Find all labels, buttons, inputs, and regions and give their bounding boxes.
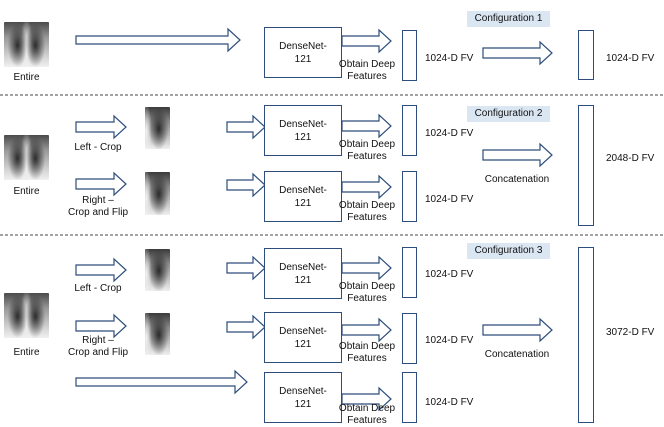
densenet-box-left: DenseNet- 121 xyxy=(264,248,342,299)
arrow-c3-entire-net xyxy=(75,369,248,395)
arrow-c2-right-fv xyxy=(341,174,392,200)
config-2-title: Configuration 2 xyxy=(467,106,550,122)
arrow-c3-left-net xyxy=(226,255,266,281)
feature-label-right: Obtain Deep Features xyxy=(338,341,396,364)
xray-left-crop-image xyxy=(145,249,170,291)
feature-vector-bar-left xyxy=(402,247,417,298)
arrow-c2-right-net xyxy=(226,172,266,198)
feature-label-right: Obtain Deep Features xyxy=(338,200,396,223)
arrow-c3-concat xyxy=(482,317,553,343)
arrow-c1-net xyxy=(341,28,392,54)
crop-right-label: Right – Crop and Flip xyxy=(67,195,129,218)
feature-label-left: Obtain Deep Features xyxy=(338,281,396,304)
arrow-c2-left-net xyxy=(226,114,266,140)
arrow-c2-left-crop xyxy=(75,114,127,140)
densenet-box-right: DenseNet- 121 xyxy=(264,312,342,363)
arrow-c1-fv xyxy=(482,40,553,66)
arrow-c3-entire-fv xyxy=(341,386,392,412)
feature-label-entire: Obtain Deep Features xyxy=(338,403,396,426)
xray-entire-image xyxy=(4,135,49,180)
input-label: Entire xyxy=(13,347,40,358)
feature-label-left: Obtain Deep Features xyxy=(338,139,396,162)
fv-label-left: 1024-D FV xyxy=(425,128,474,139)
fv-label-left: 1024-D FV xyxy=(425,269,474,280)
arrow-c3-right-net xyxy=(226,314,266,340)
config-3-title: Configuration 3 xyxy=(467,243,550,259)
fv-label-right: 1024-D FV xyxy=(425,335,474,346)
arrow-c3-right-crop xyxy=(75,313,127,339)
feature-label: Obtain Deep Features xyxy=(338,59,396,82)
config-1-title: Configuration 1 xyxy=(467,11,550,27)
fv-label: 1024-D FV xyxy=(425,53,474,64)
output-vector-bar xyxy=(578,105,594,226)
xray-entire-image xyxy=(4,22,49,67)
fv-label-right: 1024-D FV xyxy=(425,194,474,205)
crop-right-label: Right – Crop and Flip xyxy=(67,335,129,358)
xray-entire-image xyxy=(4,293,49,338)
crop-left-label: Left - Crop xyxy=(74,142,122,153)
feature-vector-bar-right xyxy=(402,171,417,222)
xray-right-crop-image xyxy=(145,172,170,215)
densenet-box-right: DenseNet- 121 xyxy=(264,171,342,222)
crop-left-label: Left - Crop xyxy=(74,283,122,294)
feature-vector-bar-right xyxy=(402,313,417,364)
concat-label: Concatenation xyxy=(484,174,550,185)
feature-vector-bar-entire xyxy=(402,372,417,423)
output-vector-bar xyxy=(578,30,594,80)
arrow-c3-left-crop xyxy=(75,257,127,283)
arrow-c1-input xyxy=(75,27,241,53)
fv-label-entire: 1024-D FV xyxy=(425,397,474,408)
arrow-c3-left-fv xyxy=(341,255,392,281)
input-label: Entire xyxy=(13,186,40,197)
output-label: 2048-D FV xyxy=(606,153,655,164)
output-label: 1024-D FV xyxy=(606,53,655,64)
concat-label: Concatenation xyxy=(484,349,550,360)
output-vector-bar xyxy=(578,247,594,423)
arrow-c3-right-fv xyxy=(341,317,392,343)
output-label: 3072-D FV xyxy=(606,327,655,338)
densenet-box: DenseNet- 121 xyxy=(264,27,342,78)
densenet-box-left: DenseNet- 121 xyxy=(264,105,342,156)
densenet-box-entire: DenseNet- 121 xyxy=(264,372,342,423)
xray-right-crop-image xyxy=(145,313,170,355)
xray-left-crop-image xyxy=(145,107,170,149)
arrow-c2-left-fv xyxy=(341,113,392,139)
input-label: Entire xyxy=(13,72,40,83)
feature-vector-bar-left xyxy=(402,105,417,156)
arrow-c2-concat xyxy=(482,142,553,168)
feature-vector-bar xyxy=(402,30,417,81)
arrow-c2-right-crop xyxy=(75,171,127,197)
